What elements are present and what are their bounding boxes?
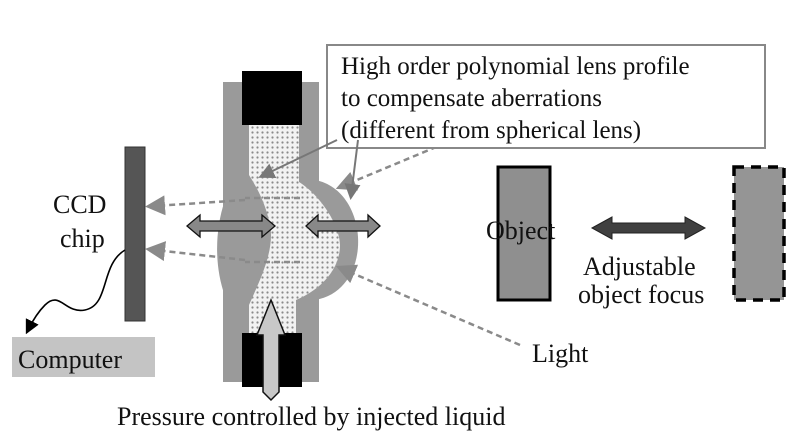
ccd-chip	[124, 146, 146, 322]
object-label: Object	[486, 216, 556, 245]
callout-line2: to compensate aberrations	[341, 85, 602, 112]
computer-box	[12, 337, 155, 377]
adjustable-label-line2: object focus	[578, 280, 704, 309]
ccd-label-line2: chip	[60, 224, 105, 253]
ccd-label-line1: CCD	[53, 190, 106, 219]
callout-pointer-left	[258, 139, 338, 179]
lens-left-double-arrow	[185, 213, 277, 239]
adjustable-label-line1: Adjustable	[583, 252, 696, 281]
callout-pointer-right	[344, 139, 361, 200]
pressure-label: Pressure controlled by injected liquid	[117, 402, 505, 431]
callout-line3: (different from spherical lens)	[341, 117, 641, 144]
object-box	[496, 165, 552, 302]
computer-label: Computer	[18, 345, 122, 374]
light-label: Light	[532, 339, 589, 368]
signal-wire	[25, 249, 126, 335]
top-clamp	[242, 71, 302, 125]
pressure-arrow	[255, 297, 287, 402]
callout-box	[326, 44, 766, 149]
focus-double-arrow	[590, 216, 707, 240]
callout-line1: High order polynomial lens profile	[341, 53, 690, 80]
object-focus-position	[732, 165, 786, 302]
lens-right-double-arrow	[305, 213, 381, 239]
